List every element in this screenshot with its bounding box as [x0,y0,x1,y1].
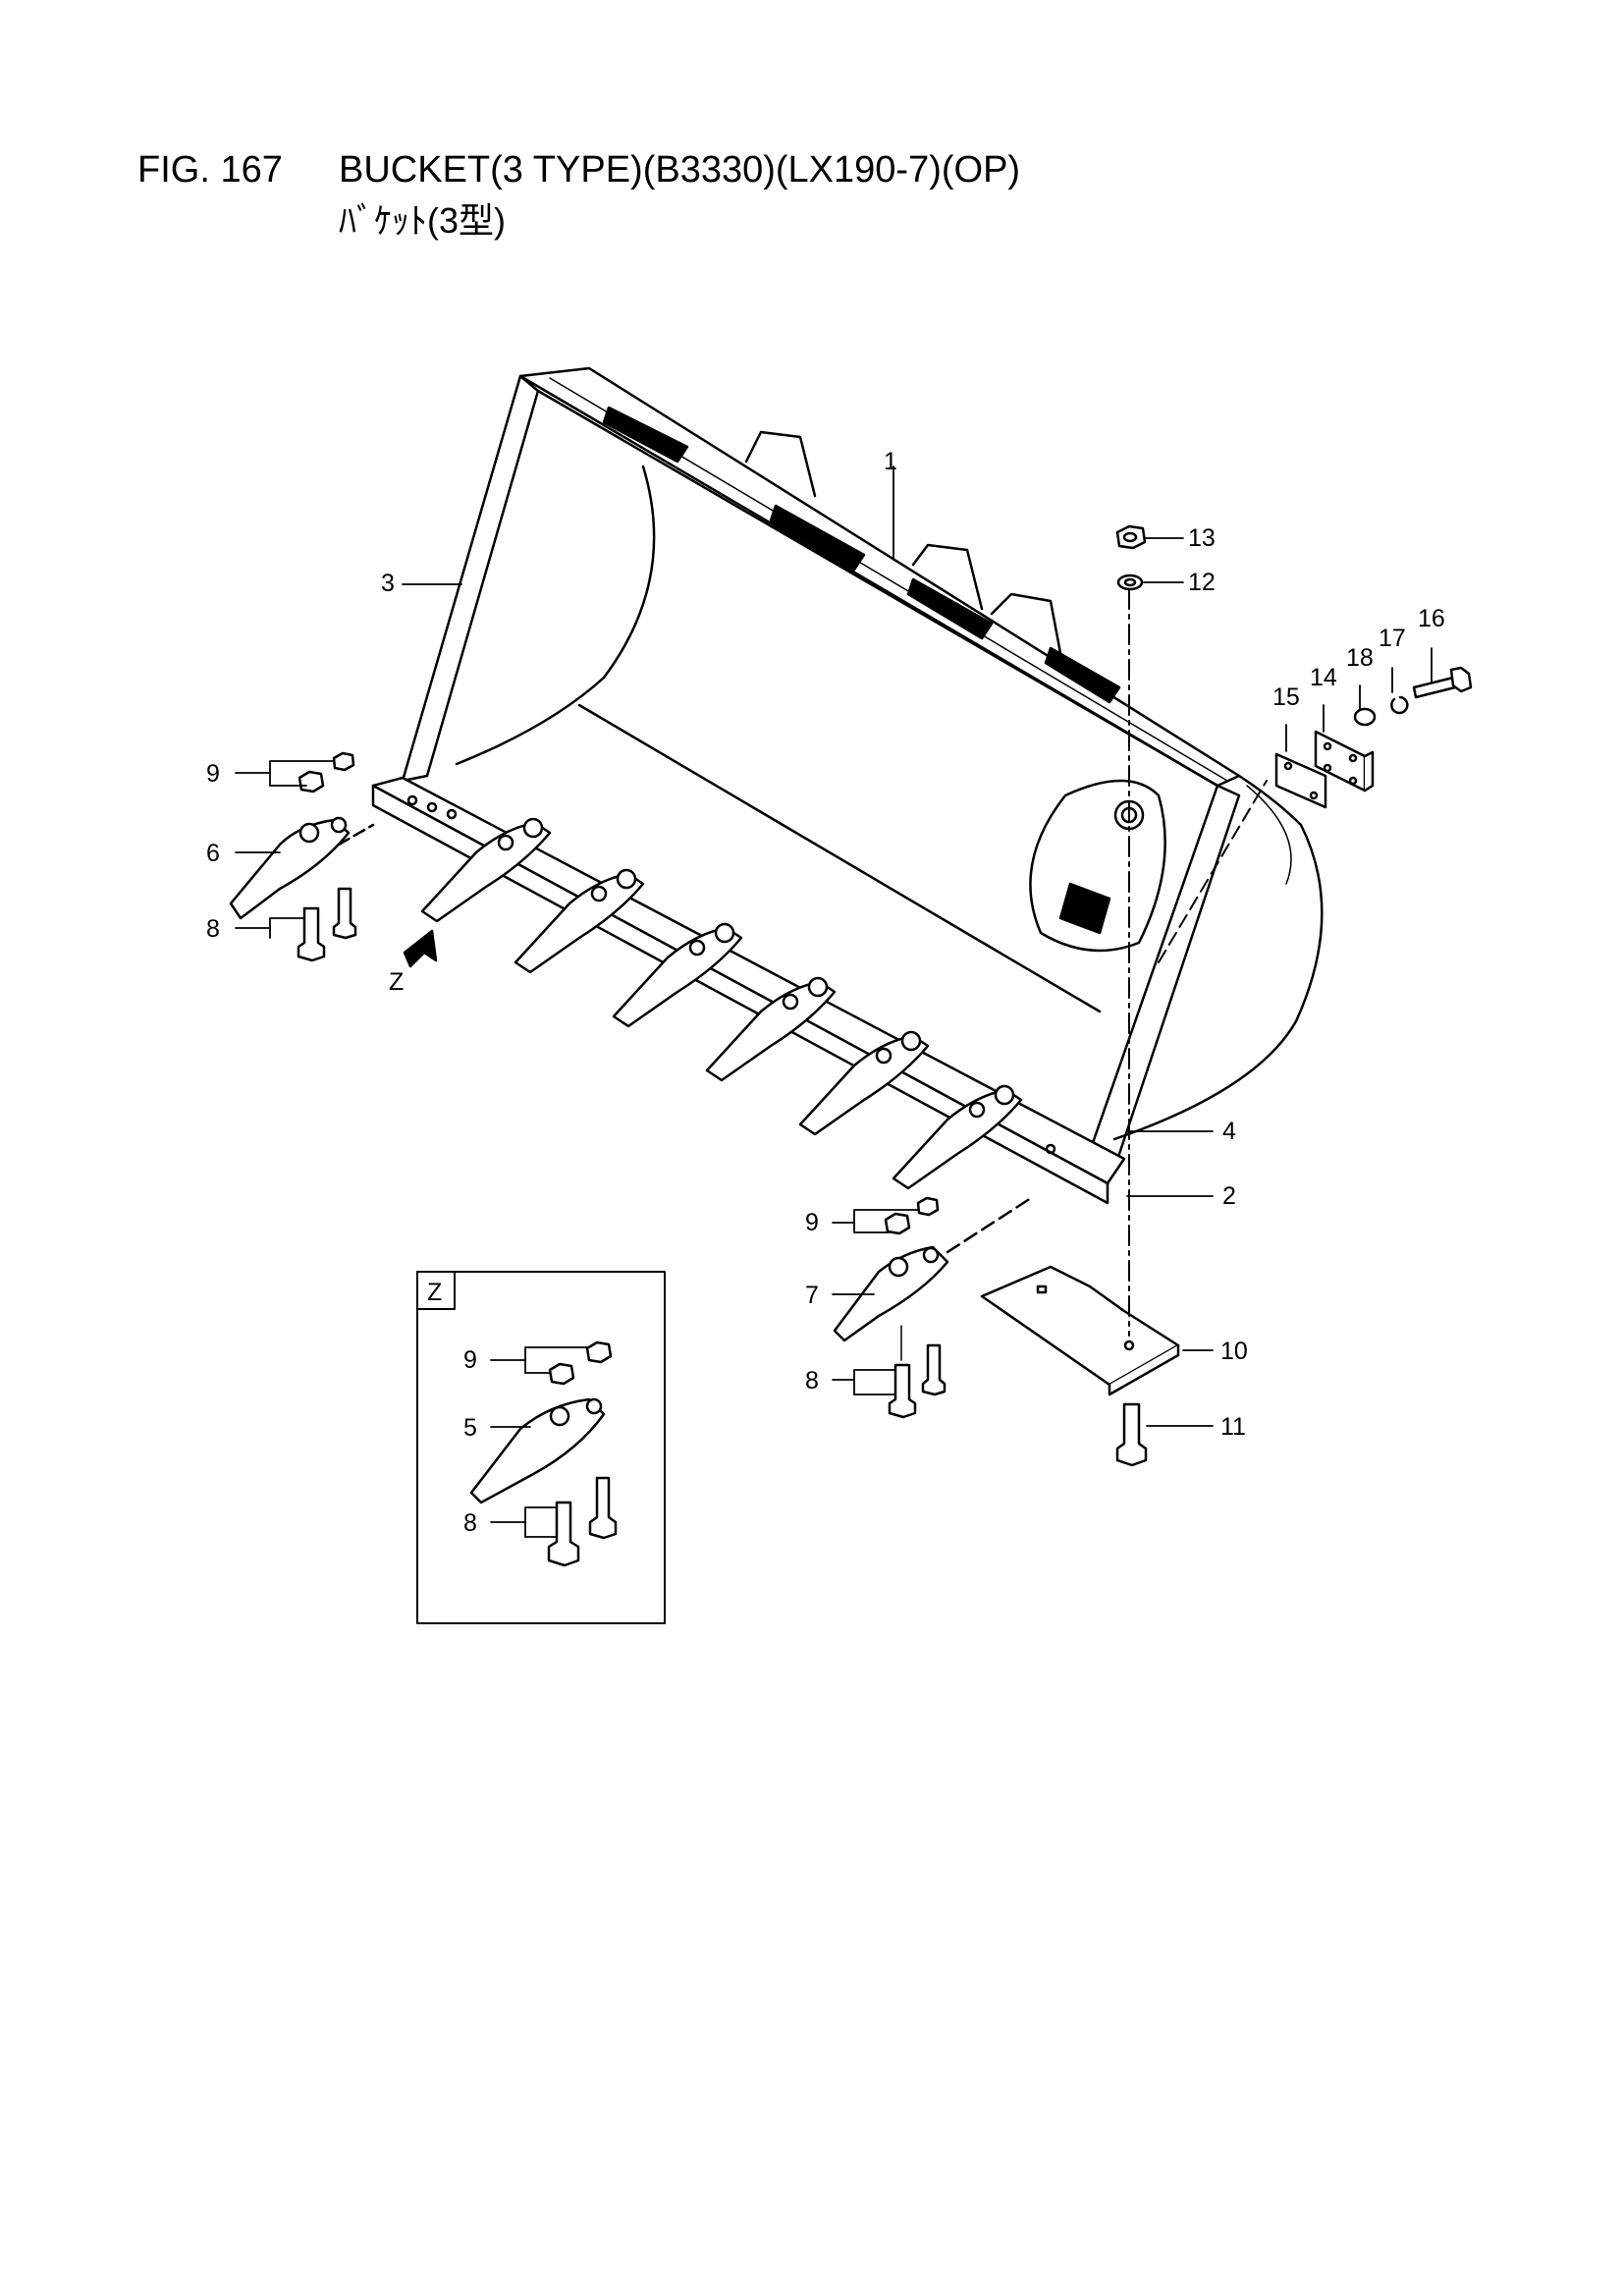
view-z-arrow [403,929,438,968]
callout-15: 15 [1272,683,1300,711]
callout-16: 16 [1418,605,1445,632]
washer-12 [1116,574,1144,591]
callout-12: 12 [1188,569,1216,596]
callout-4: 4 [1222,1118,1236,1145]
leader-lines [235,465,1433,1538]
callout-8-detail: 8 [463,1509,477,1537]
washer-18 [1353,707,1377,727]
nut-13 [1115,524,1147,550]
detail-view-z [416,1271,666,1624]
figure-number: FIG. 167 [137,149,283,191]
callout-17: 17 [1379,625,1406,652]
callout-9-right: 9 [805,1209,819,1236]
callout-8-left: 8 [206,915,220,943]
callout-2: 2 [1222,1182,1236,1210]
lock-washer-17 [1390,695,1409,715]
callout-10: 10 [1220,1338,1248,1365]
plate-15 [1274,752,1327,809]
callout-9-detail: 9 [463,1346,477,1374]
callout-9-left: 9 [206,760,220,788]
callout-13: 13 [1188,524,1216,552]
bucket-teeth-row [420,817,1023,1190]
callout-6: 6 [206,840,220,867]
callout-3: 3 [381,570,395,597]
callout-11: 11 [1220,1413,1246,1441]
view-z-label: Z [389,968,404,996]
tooth-7-assembly [833,1196,1033,1419]
bolt-11 [1115,1402,1148,1467]
plate-14 [1314,730,1375,793]
callout-14: 14 [1310,664,1337,691]
callout-7: 7 [805,1282,819,1309]
bucket-body [371,366,1324,1205]
wear-plate-10 [980,1265,1180,1396]
callout-18: 18 [1346,644,1374,672]
bolt-16 [1412,666,1473,699]
callout-1: 1 [884,448,897,475]
figure-title: BUCKET(3 TYPE)(B3330)(LX190-7)(OP) [339,149,1021,191]
figure-subtitle: ﾊﾞｹｯﾄ(3型) [339,200,506,241]
callout-5: 5 [463,1414,477,1442]
callout-labels: 1 3 4 2 13 12 15 14 18 17 16 9 6 8 Z 9 7… [206,448,1445,1537]
tooth-6-assembly [229,751,375,962]
callout-8-right: 8 [805,1367,819,1394]
detail-z-label: Z [427,1279,442,1306]
